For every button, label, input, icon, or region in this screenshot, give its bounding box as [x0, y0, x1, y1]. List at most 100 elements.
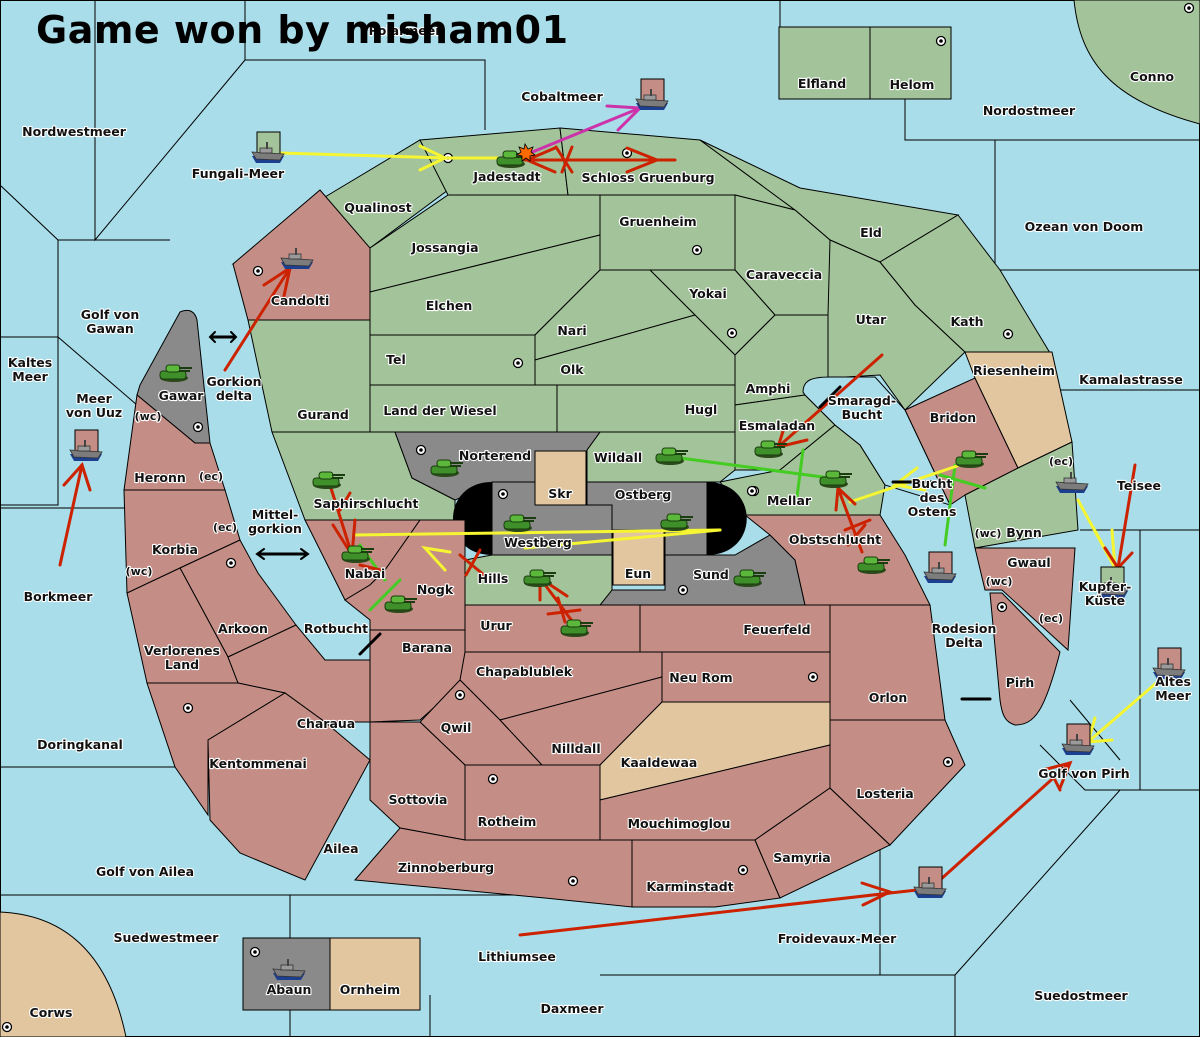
label-gwaul: Gwaul — [1007, 555, 1050, 570]
label-qualinost: Qualinost — [344, 200, 411, 215]
label-mellar: Mellar — [767, 493, 812, 508]
units-layer — [69, 78, 1186, 981]
territory-heronn[interactable] — [123, 394, 226, 491]
label-norterend: Norterend — [459, 448, 531, 463]
label-kupfer-k-ste: Kupfer-Küste — [1079, 579, 1132, 608]
game-result-title: Game won by misham01 — [36, 8, 569, 52]
label-gruenheim: Gruenheim — [619, 214, 696, 229]
label-conno: Conno — [1130, 69, 1175, 84]
label-bridon: Bridon — [930, 410, 976, 425]
label-cobaltmeer: Cobaltmeer — [521, 89, 603, 104]
fleet-unit-kupfer-k-ste[interactable] — [1095, 566, 1129, 599]
supply-center-losteria — [942, 756, 954, 768]
fleet-unit-froidevaux-meer[interactable] — [913, 866, 947, 899]
territory-ornheim[interactable] — [329, 937, 421, 1011]
fleet-unit-cobaltmeer[interactable] — [635, 78, 669, 111]
label-tel: Tel — [386, 352, 406, 367]
territory-candolti[interactable] — [232, 189, 371, 321]
supply-center-gruenheim — [691, 244, 703, 256]
coast-label: (wc) — [986, 575, 1013, 588]
supply-center-sund — [677, 584, 689, 596]
label-eld: Eld — [860, 225, 882, 240]
fleet-unit-meer-von-uuz[interactable] — [69, 429, 103, 462]
territory-pirh[interactable] — [989, 592, 1061, 726]
fortress-east — [707, 482, 747, 555]
territory-karminstadt[interactable] — [631, 839, 781, 908]
label-hugl: Hugl — [685, 402, 718, 417]
label-feuerfeld: Feuerfeld — [743, 622, 810, 637]
supply-center-gawar — [192, 421, 204, 433]
supply-center-qwil — [454, 689, 466, 701]
labels-layer: PolarmeerNordwestmeerFungali-MeerCobaltm… — [7, 22, 1193, 1021]
territory-corws[interactable] — [0, 911, 127, 1037]
army-unit-jadestadt[interactable] — [496, 142, 536, 169]
order-move-borkmeer-uuz — [58, 462, 92, 567]
label-neu-rom: Neu Rom — [669, 670, 732, 685]
coast-label: (ec) — [1049, 455, 1073, 468]
fleet-unit-altes-meer[interactable] — [1152, 647, 1186, 680]
label-saphirschlucht: Saphirschlucht — [314, 496, 419, 511]
supply-center-zinnoberburg — [567, 875, 579, 887]
label-karminstadt: Karminstadt — [646, 879, 733, 894]
supply-center-norterend — [415, 444, 427, 456]
order-convoy-wildall-mellar — [358, 448, 987, 612]
label-daxmeer: Daxmeer — [540, 1001, 604, 1016]
label-obstschlucht: Obstschlucht — [789, 532, 881, 547]
supply-center-pirh — [996, 601, 1008, 613]
fleet-unit-fungali-meer[interactable] — [251, 131, 285, 164]
label-kentommenai: Kentommenai — [209, 756, 307, 771]
canal-arrows — [208, 331, 992, 701]
supply-center-corws — [1, 1021, 13, 1033]
label-ozean-von-doom: Ozean von Doom — [1025, 219, 1144, 234]
label-barana: Barana — [402, 640, 452, 655]
label-mouchimoglou: Mouchimoglou — [628, 816, 731, 831]
territory-obstschlucht[interactable] — [743, 514, 931, 606]
label-nabai: Nabai — [345, 566, 386, 581]
territory-gwaul[interactable] — [974, 547, 1076, 652]
label-lithiumsee: Lithiumsee — [478, 949, 556, 964]
label-chapablublek: Chapablublek — [476, 664, 573, 679]
coast-label: (wc) — [126, 565, 153, 578]
fleet-unit-bucht-des-ostens[interactable] — [923, 551, 957, 584]
supply-center-abaun — [249, 946, 261, 958]
label-abaun: Abaun — [267, 982, 312, 997]
label-eun: Eun — [625, 566, 651, 581]
label-orlon: Orlon — [869, 690, 908, 705]
label-schloss-gruenburg: Schloss Gruenburg — [581, 170, 714, 185]
label-westberg: Westberg — [504, 535, 572, 550]
territory-ailea[interactable] — [207, 692, 371, 881]
territory-gruenheim[interactable] — [599, 194, 736, 271]
label-riesenheim: Riesenheim — [973, 363, 1055, 378]
order-move-urur-hills — [458, 548, 582, 627]
fleet-unit-golf-von-pirh[interactable] — [1061, 723, 1095, 756]
label-corws: Corws — [30, 1005, 73, 1020]
label-arkoon: Arkoon — [218, 621, 268, 636]
label-nordostmeer: Nordostmeer — [983, 103, 1076, 118]
label-elchen: Elchen — [426, 298, 473, 313]
label-rotheim: Rotheim — [478, 814, 537, 829]
supply-center-rotheim — [487, 773, 499, 785]
territory-smaragd-bucht[interactable] — [802, 376, 951, 506]
order-support-fungali-jadestadt — [278, 144, 512, 172]
label-jossangia: Jossangia — [410, 240, 478, 255]
order-move-lithium-froidevaux — [518, 881, 919, 937]
supply-center-conno — [1183, 2, 1195, 14]
label-qwil: Qwil — [441, 720, 472, 735]
label-nogk: Nogk — [417, 582, 454, 597]
label-bynn: Bynn — [1006, 525, 1041, 540]
label-skr: Skr — [548, 486, 572, 501]
label-urur: Urur — [480, 618, 512, 633]
territory-conno[interactable] — [1073, 0, 1200, 125]
order-move-obstschlucht-mellar — [834, 484, 872, 554]
territory-elfland[interactable] — [778, 26, 871, 100]
label-charaua: Charaua — [297, 716, 355, 731]
coast-label: (wc) — [135, 410, 162, 423]
label-esmaladan: Esmaladan — [739, 418, 815, 433]
territory-skr[interactable] — [534, 450, 587, 506]
label-pirh: Pirh — [1006, 675, 1035, 690]
